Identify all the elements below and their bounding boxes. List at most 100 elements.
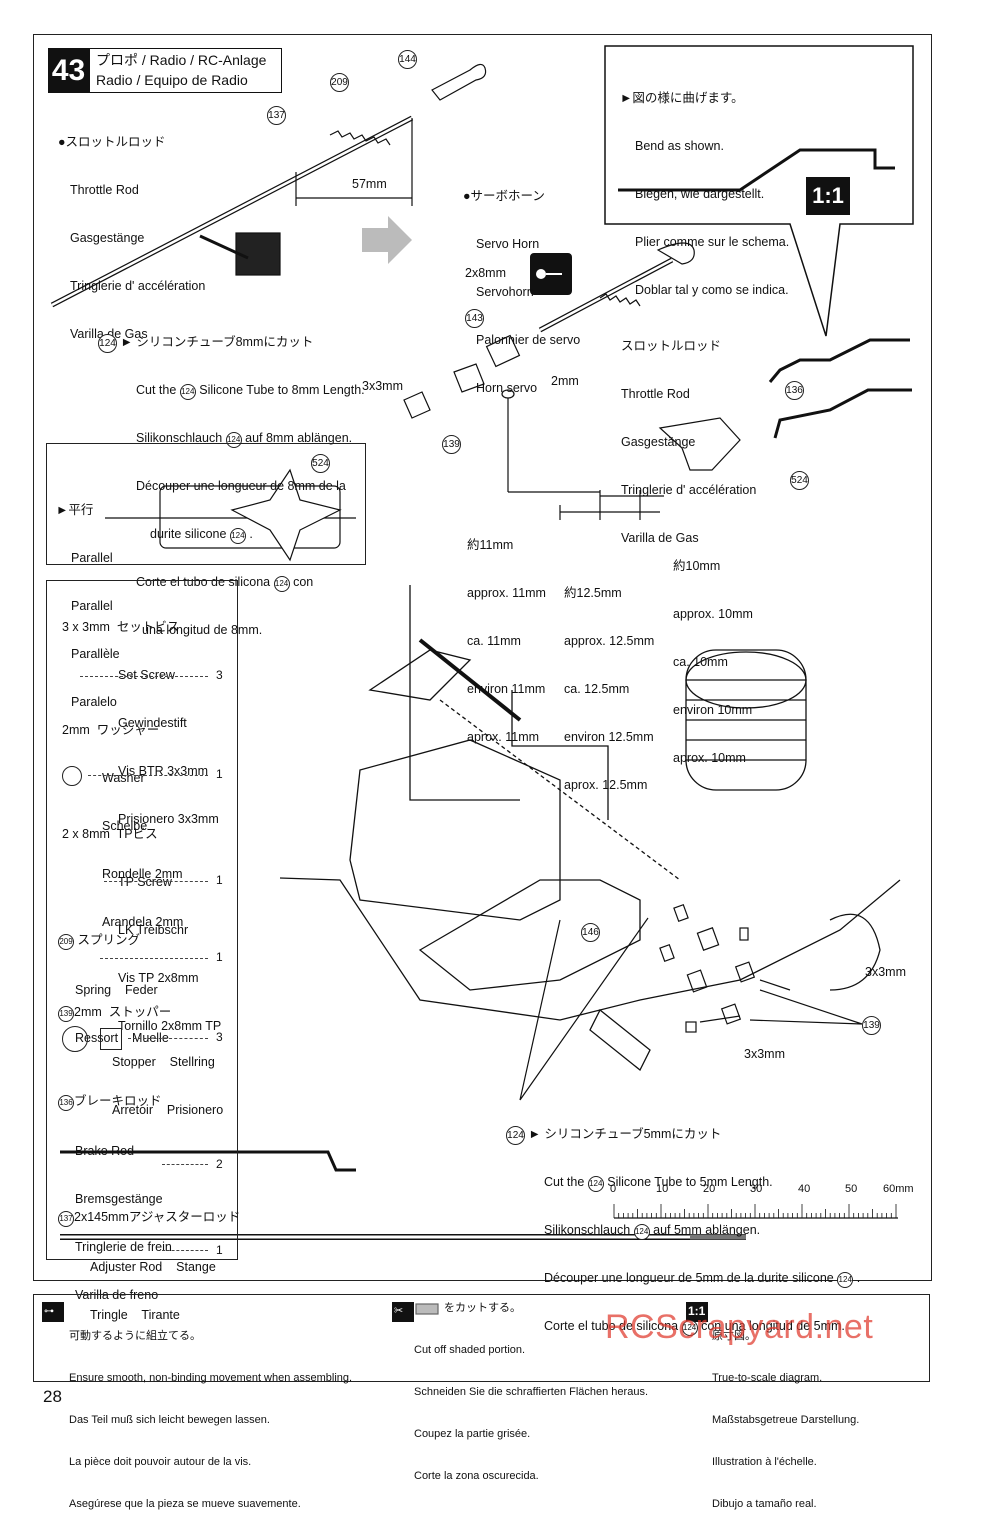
- callout-line: environ 12.5mm: [564, 730, 654, 744]
- part-qty: 1: [216, 873, 223, 887]
- callout-line: ●サーボホーン: [463, 189, 545, 203]
- callout-line: Throttle Rod: [621, 387, 690, 401]
- dashed-leader: [104, 881, 208, 882]
- callout-line: Silikonschlauch: [136, 431, 226, 445]
- callout-line: environ 11mm: [467, 682, 546, 696]
- washer-icon: [62, 766, 82, 786]
- parts-list-box: [46, 580, 238, 1260]
- callout-line: Servo Horn: [476, 237, 540, 251]
- callout-line: シリコンチューブ5mmにカット: [544, 1127, 722, 1141]
- callout-line: una longitud de 8mm.: [142, 623, 263, 637]
- callout-approx-12: 約12.5mm approx. 12.5mm ca. 12.5mm enviro…: [564, 553, 654, 809]
- part-name: Scheibe: [102, 819, 148, 833]
- callout-approx-10: 約10mm approx. 10mm ca. 10mm environ 10mm…: [673, 526, 753, 782]
- part-name: Tornillo 2x8mm TP: [118, 1019, 222, 1033]
- scale-icon: 1:1: [688, 1304, 706, 1318]
- part-number-badge: 524: [311, 454, 330, 473]
- callout-line: con una longitud de 5mm.: [697, 1319, 845, 1333]
- part-number-badge: 136: [58, 1095, 74, 1111]
- legend-line: Corte la zona oscurecida.: [414, 1470, 539, 1482]
- callout-line: aprox. 10mm: [673, 751, 746, 765]
- part-number-badge: 124: [681, 1320, 698, 1336]
- screw-size-3x3: 3x3mm: [362, 379, 403, 393]
- legend-line: Maßstabsgetreue Darstellung.: [712, 1414, 860, 1426]
- step-number: 43: [48, 48, 89, 93]
- part-qty: 3: [216, 1030, 223, 1044]
- dashed-leader: [162, 1164, 208, 1165]
- callout-line: 約11mm: [467, 538, 514, 552]
- legend-line: La pièce doit pouvoir autour de la vis.: [69, 1456, 252, 1468]
- screw-size-3x3: 3x3mm: [865, 965, 906, 979]
- part-number-badge: 136: [785, 381, 804, 400]
- stopper-drawing: [403, 391, 431, 419]
- cut-marker: [235, 232, 281, 276]
- part-name: スプリング: [77, 933, 140, 947]
- assembly-illustration: [42, 45, 914, 1322]
- legend-line: Asegúrese que la pieza se mueve suavemen…: [69, 1498, 301, 1510]
- scale-badge: 1:1: [812, 183, 844, 208]
- servo-unit-drawing: [349, 739, 561, 921]
- callout-line: con: [289, 575, 314, 589]
- callout-line: Palonnier de servo: [476, 333, 581, 347]
- callout-line: approx. 10mm: [673, 607, 753, 621]
- ruler-label: 20: [703, 1183, 716, 1195]
- step-title: プロポ / Radio / RC-Anlage Radio / Equipo d…: [89, 48, 282, 93]
- ruler-label: 50: [845, 1183, 858, 1195]
- callout-line: Bend as shown.: [635, 139, 724, 153]
- ruler-label: 40: [798, 1183, 811, 1195]
- part-name: Vis TP 2x8mm: [118, 971, 199, 985]
- callout-line: ►平行: [56, 503, 94, 517]
- callout-line: Parallel: [71, 551, 113, 565]
- legend-line: Schneiden Sie die schraffierten Flächen …: [414, 1386, 648, 1398]
- fuel-tank-drawing: [418, 879, 641, 991]
- parts-list-item: 136ブレーキロッド Brake Rod Bremsgestänge Tring…: [58, 1061, 172, 1319]
- part-name: Rondelle 2mm: [102, 867, 183, 881]
- callout-line: ●スロットルロッド: [58, 135, 166, 149]
- part-number-badge: 124: [179, 384, 196, 400]
- parts-list-item: 2mm ワッシャー Washer Scheibe Rondelle 2mm Ar…: [62, 690, 183, 946]
- part-name: TP Screw: [118, 875, 172, 889]
- washer-size-2mm: 2mm: [551, 374, 579, 388]
- part-number-badge: 137: [267, 106, 286, 125]
- part-name: Spring Feder: [75, 983, 158, 997]
- dashed-leader: [128, 1038, 208, 1039]
- dashed-leader: [80, 676, 208, 677]
- callout-line: Gasgestänge: [70, 231, 145, 245]
- ruler-label: 0: [610, 1183, 617, 1195]
- callout-line: Parallèle: [71, 647, 120, 661]
- part-name: Washer: [102, 771, 145, 785]
- callout-approx-11: 約11mm approx. 11mm ca. 11mm environ 11mm…: [467, 505, 546, 761]
- stopper-icon: [62, 1026, 88, 1052]
- page-number: 28: [43, 1387, 62, 1406]
- dimension-57mm: 57mm: [352, 177, 387, 191]
- parts-list-item: 3 x 3mm セットビス Set Screw Gewindestift Vis…: [62, 587, 219, 843]
- ball-link-drawing: [485, 334, 521, 368]
- move-icon: ⊶: [44, 1306, 54, 1317]
- callout-line: Paralelo: [71, 695, 117, 709]
- part-number-badge: 144: [398, 50, 417, 69]
- legend-line: Ensure smooth, non-binding movement when…: [69, 1372, 353, 1384]
- callout-line: approx. 11mm: [467, 586, 546, 600]
- part-number-badge: 209: [58, 934, 74, 950]
- callout-line: Corte el tubo de silicona: [544, 1319, 682, 1333]
- part-number-badge: 139: [58, 1006, 74, 1022]
- callout-line: Silicone Tube to 5mm Length.: [603, 1175, 773, 1189]
- legend-cut-title: をカットする。: [444, 1302, 521, 1314]
- callout-line: Tringlerie d' accélération: [70, 279, 206, 293]
- callout-throttle-rod-top: ●スロットルロッド Throttle Rod Gasgestänge Tring…: [58, 102, 205, 358]
- callout-cut-5mm: 124 ► シリコンチューブ5mmにカット Cut the 124 Silico…: [506, 1094, 860, 1350]
- part-name: Arretoir Prisionero: [112, 1103, 224, 1117]
- callout-line: Servohorn: [476, 285, 534, 299]
- bend-callout-box: [604, 45, 914, 337]
- callout-line: ca. 10mm: [673, 655, 728, 669]
- dashed-leader: [100, 958, 208, 959]
- part-name: 2 x 8mm TPビス: [62, 827, 158, 841]
- part-number-badge: 124: [587, 1176, 604, 1192]
- servo-horn-drawing: [658, 417, 741, 471]
- legend-line: Illustration à l'échelle.: [712, 1456, 817, 1468]
- part-number-badge: 524: [790, 471, 809, 490]
- callout-line: 約12.5mm: [564, 586, 622, 600]
- callout-throttle-rod-mid: スロットルロッド Throttle Rod Gasgestänge Tringl…: [621, 306, 756, 562]
- ruler-label: 10: [656, 1183, 669, 1195]
- legend-line: Das Teil muß sich leicht bewegen lassen.: [69, 1414, 270, 1426]
